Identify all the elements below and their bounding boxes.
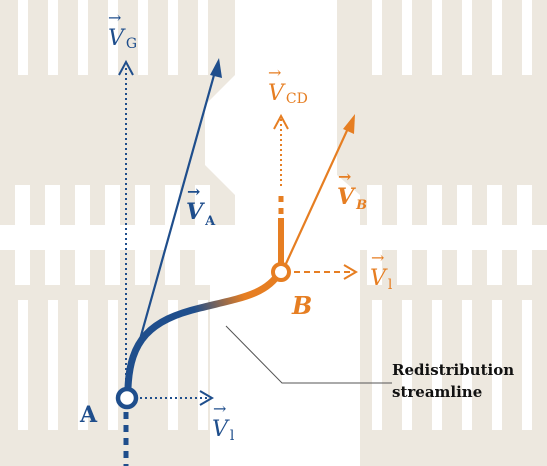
vb-label-sub: B	[355, 198, 367, 213]
vl-bottom-label-main: V	[212, 417, 230, 442]
vl-bottom-label-sub: l	[230, 428, 235, 444]
point-b-marker	[271, 262, 291, 282]
vcd-label-arrow: →	[268, 63, 281, 82]
vg-arrow	[118, 59, 134, 380]
point-b-label: B	[291, 291, 312, 320]
callout-line-1: Redistribution	[392, 361, 514, 379]
vg-label-arrow: →	[108, 8, 121, 27]
vcd-arrow	[273, 113, 289, 265]
vcd-label-sub: CD	[286, 91, 308, 107]
redistribution-streamline	[124, 268, 284, 392]
va-label-arrow: →	[187, 182, 200, 201]
va-label-main: V	[186, 199, 205, 225]
upper-slots	[18, 0, 532, 75]
callout-line-2: streamline	[392, 383, 482, 401]
vb-arrow	[283, 114, 355, 269]
vl-top-arrow	[294, 264, 358, 280]
callout-leader	[225, 325, 392, 384]
vb-label-arrow: →	[338, 167, 351, 186]
left-comb-bottom	[0, 250, 210, 466]
vg-label-sub: G	[126, 36, 137, 52]
point-a-label: A	[79, 402, 98, 428]
vcd-label-main: V	[268, 81, 286, 106]
vg-label-main: V	[108, 26, 126, 51]
vl-bottom-arrow	[140, 390, 214, 406]
vl-bottom-label-arrow: →	[213, 399, 226, 418]
vl-top-label-arrow: →	[371, 248, 384, 267]
vl-top-label-main: V	[370, 266, 388, 291]
point-a-marker	[115, 386, 139, 410]
vb-label-main: V	[337, 184, 356, 210]
va-arrow	[128, 58, 222, 376]
va-label-sub: A	[204, 214, 216, 229]
vl-top-label-sub: l	[388, 277, 393, 293]
lower-slots	[18, 300, 532, 430]
